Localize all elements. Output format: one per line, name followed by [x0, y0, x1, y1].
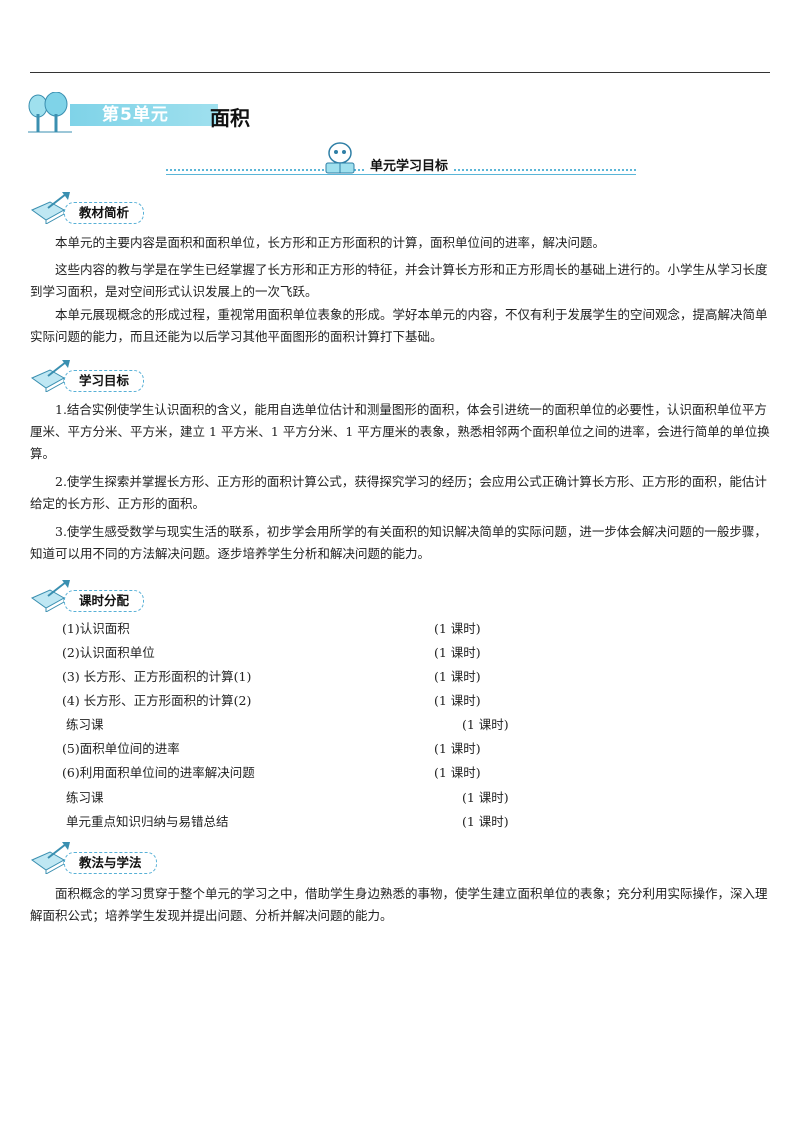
section-title-goals: 学习目标	[64, 370, 145, 392]
schedule-item-hours: (1 课时)	[434, 765, 481, 780]
schedule-item-hours: (1 课时)	[434, 621, 481, 636]
section-header-methods: 教法与学法	[30, 840, 170, 874]
banner-label: 单元学习目标	[364, 155, 455, 174]
unit-badge: 第5单元	[70, 104, 218, 126]
section-header-schedule: 课时分配	[30, 578, 170, 612]
section-title-methods: 教法与学法	[64, 852, 157, 874]
overview-paragraph: 本单元的主要内容是面积和面积单位，长方形和正方形面积的计算，面积单位间的进率，解…	[55, 235, 606, 250]
section-title-overview: 教材简析	[64, 202, 145, 224]
schedule-item-name: (1)认识面积	[62, 621, 130, 636]
schedule-row: (4) 长方形、正方形面积的计算(2) (1 课时)	[62, 689, 582, 713]
unit-title: 面积	[210, 106, 250, 130]
schedule-item-name: (6)利用面积单位间的进率解决问题	[62, 765, 255, 780]
overview-paragraph: 这些内容的教与学是在学生已经掌握了长方形和正方形的特征，并会计算长方形和正方形周…	[30, 262, 768, 299]
schedule-row: 练习课 (1 课时)	[66, 713, 586, 737]
schedule-item-name: 练习课	[66, 790, 104, 805]
robot-reading-icon	[325, 142, 355, 174]
schedule-item-name: (2)认识面积单位	[62, 645, 155, 660]
methods-paragraph: 面积概念的学习贯穿于整个单元的学习之中，借助学生身边熟悉的事物，使学生建立面积单…	[30, 886, 768, 923]
book-arrow-icon	[30, 580, 70, 612]
schedule-item-hours: (1 课时)	[434, 669, 481, 684]
schedule-item-hours: (1 课时)	[434, 645, 481, 660]
schedule-item-name: 单元重点知识归纳与易错总结	[66, 814, 229, 829]
schedule-row: (2)认识面积单位 (1 课时)	[62, 641, 582, 665]
goals-paragraph: 1.结合实例使学生认识面积的含义，能用自选单位估计和测量图形的面积，体会引进统一…	[30, 402, 770, 461]
banner-rule-lower	[166, 174, 636, 175]
section-title-schedule: 课时分配	[64, 590, 145, 612]
schedule-row: (6)利用面积单位间的进率解决问题 (1 课时)	[62, 761, 582, 785]
schedule-item-hours: (1 课时)	[434, 693, 481, 708]
schedule-item-name: (5)面积单位间的进率	[62, 741, 180, 756]
section-header-goals: 学习目标	[30, 358, 170, 392]
schedule-row: (1)认识面积 (1 课时)	[62, 617, 582, 641]
goals-paragraph: 2.使学生探索并掌握长方形、正方形的面积计算公式，获得探究学习的经历；会应用公式…	[30, 474, 767, 511]
unit-badge-label: 第5单元	[102, 105, 169, 125]
schedule-item-name: (4) 长方形、正方形面积的计算(2)	[62, 693, 252, 708]
overview-paragraph: 本单元展现概念的形成过程，重视常用面积单位表象的形成。学好本单元的内容，不仅有利…	[30, 307, 768, 344]
schedule-row: 练习课 (1 课时)	[66, 786, 586, 810]
top-rule	[30, 72, 770, 73]
schedule-row: (5)面积单位间的进率 (1 课时)	[62, 737, 582, 761]
unit-header: 第5单元 面积	[28, 92, 528, 136]
unit-goals-banner: 单元学习目标	[166, 141, 636, 181]
schedule-item-hours: (1 课时)	[434, 741, 481, 756]
schedule-item-name: (3) 长方形、正方形面积的计算(1)	[62, 669, 252, 684]
goals-paragraph: 3.使学生感受数学与现实生活的联系，初步学会用所学的有关面积的知识解决简单的实际…	[30, 524, 767, 561]
schedule-row: (3) 长方形、正方形面积的计算(1) (1 课时)	[62, 665, 582, 689]
schedule-item-hours: (1 课时)	[462, 717, 509, 732]
schedule-item-name: 练习课	[66, 717, 104, 732]
section-header-overview: 教材简析	[30, 190, 170, 224]
trees-icon	[28, 92, 72, 133]
schedule-item-hours: (1 课时)	[462, 790, 509, 805]
schedule-row: 单元重点知识归纳与易错总结 (1 课时)	[66, 810, 586, 834]
schedule-item-hours: (1 课时)	[462, 814, 509, 829]
